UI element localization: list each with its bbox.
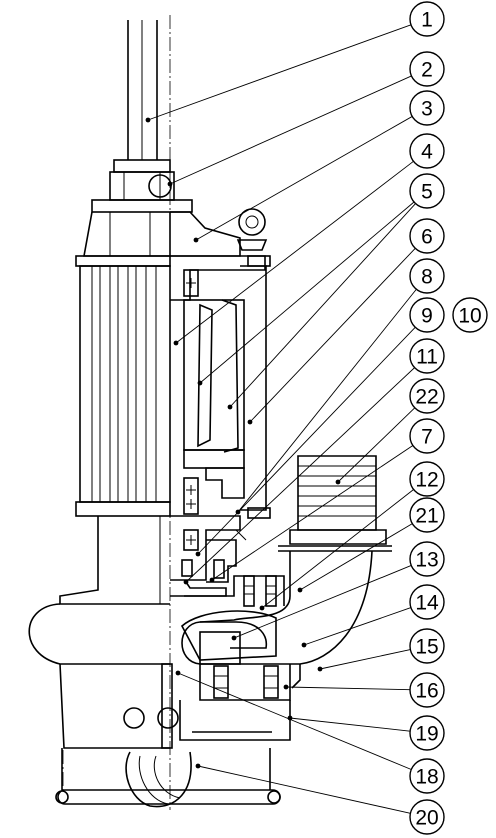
callout-balloon-22 <box>409 378 445 414</box>
callout-balloon-8 <box>409 258 445 294</box>
callout-label-21: 21 <box>415 505 438 528</box>
callout-label-4: 4 <box>421 141 433 164</box>
callout-balloon-11 <box>409 338 445 374</box>
leader-dot-14 <box>301 642 307 648</box>
casing-bolts <box>199 664 291 701</box>
callout-label-16: 16 <box>415 680 438 703</box>
callout-label-15: 15 <box>415 636 438 659</box>
leader-line-19 <box>289 717 411 732</box>
leader-dot-5 <box>197 380 203 386</box>
callout-label-8: 8 <box>421 266 433 289</box>
callout-label-19: 19 <box>415 723 438 746</box>
leader-dot-1 <box>145 117 151 123</box>
pump-casing <box>181 550 373 689</box>
callout-balloon-19 <box>409 715 445 751</box>
lifting-eye <box>236 208 268 251</box>
callout-label-14: 14 <box>415 592 439 615</box>
leader-line-12 <box>261 489 414 609</box>
leader-dot-21 <box>297 587 303 593</box>
leader-line-14 <box>303 607 412 646</box>
leader-line-16 <box>285 686 411 691</box>
leader-dot-13 <box>231 635 237 641</box>
callout-label-1: 1 <box>421 9 433 32</box>
leader-line-11 <box>185 367 415 583</box>
leader-line-13 <box>233 565 412 639</box>
leader-line-18 <box>177 672 412 770</box>
callout-balloon-12 <box>409 461 445 497</box>
leader-dot-9 <box>195 551 201 557</box>
callout-balloon-13 <box>409 541 445 577</box>
callout-balloon-5 <box>409 173 445 209</box>
callout-balloon-18 <box>409 758 445 794</box>
leader-line-8 <box>237 288 417 513</box>
callout-label-20: 20 <box>415 807 438 830</box>
callout-balloon-14 <box>409 584 445 620</box>
callout-balloon-6 <box>409 218 445 254</box>
motor-internals <box>170 255 271 519</box>
leader-dot-7 <box>209 577 215 583</box>
callout-label-6: 6 <box>421 226 433 249</box>
callout-label-3: 3 <box>421 98 433 121</box>
leader-line-21 <box>299 523 413 591</box>
callout-label-10: 10 <box>458 305 481 328</box>
power-cable <box>127 20 158 160</box>
discharge-nozzle <box>278 455 392 552</box>
oil-casing <box>170 575 285 607</box>
leader-dot-18 <box>175 670 181 676</box>
motor-frame <box>75 255 171 517</box>
leader-line-9 <box>197 326 416 555</box>
callout-balloon-3 <box>409 90 445 126</box>
suction-cover <box>179 700 291 741</box>
callout-balloon-10 <box>452 297 488 333</box>
leader-line-22 <box>337 407 416 483</box>
callout-label-12: 12 <box>415 469 438 492</box>
leader-line-7 <box>211 445 414 581</box>
leader-dot-22 <box>335 479 341 485</box>
callout-label-9: 9 <box>421 305 433 328</box>
strainer-stand <box>55 748 281 808</box>
callout-label-11: 11 <box>416 346 438 369</box>
leader-dot-3 <box>193 237 199 243</box>
leader-dot-15 <box>317 666 323 672</box>
callout-balloon-21 <box>409 497 445 533</box>
callout-balloon-16 <box>409 672 445 708</box>
callout-label-22: 22 <box>415 386 438 409</box>
callout-label-13: 13 <box>415 549 438 572</box>
leader-dot-5 <box>227 404 233 410</box>
callout-label-7: 7 <box>421 426 433 449</box>
leader-dot-12 <box>259 605 265 611</box>
leader-dot-11 <box>183 579 189 585</box>
callout-label-5: 5 <box>421 181 433 204</box>
leader-dot-16 <box>283 684 289 690</box>
leader-line-6 <box>249 248 416 423</box>
callout-label-18: 18 <box>415 766 438 789</box>
leader-dot-6 <box>247 419 253 425</box>
leader-line-20 <box>197 765 411 814</box>
callout-balloon-9 <box>409 297 445 333</box>
callout-balloon-7 <box>409 418 445 454</box>
leader-dot-2 <box>167 181 173 187</box>
leader-dot-4 <box>173 340 179 346</box>
callout-balloon-4 <box>409 133 445 169</box>
callout-balloon-1 <box>409 1 445 37</box>
callout-balloon-20 <box>409 799 445 835</box>
leader-line-2 <box>169 75 412 185</box>
lower-left-housing <box>28 516 179 749</box>
leader-line-4 <box>175 160 414 344</box>
callout-label-2: 2 <box>421 59 433 82</box>
leader-line-15 <box>319 649 411 670</box>
leader-line-5 <box>229 203 416 408</box>
leader-line-1 <box>147 24 412 121</box>
leader-line-3 <box>195 116 413 241</box>
callout-balloon-2 <box>409 51 445 87</box>
callout-balloon-15 <box>409 628 445 664</box>
cable-entry <box>109 159 175 201</box>
leader-dot-20 <box>195 763 201 769</box>
leader-line-5 <box>199 201 415 384</box>
impeller <box>180 610 277 661</box>
